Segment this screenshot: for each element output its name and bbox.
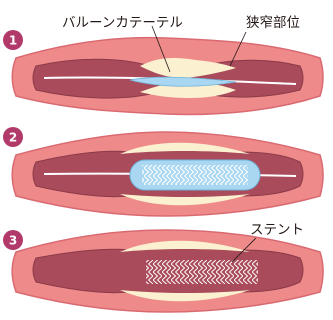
stent-mesh — [142, 165, 248, 185]
label-stent: ステント — [250, 222, 304, 238]
step-badge-2: 2 — [3, 127, 23, 147]
step-number: 2 — [9, 131, 17, 145]
step-badge-3: 3 — [3, 230, 23, 250]
step-1-panel: バルーンカテーテル 狭窄部位 1 — [3, 14, 323, 114]
label-balloon-catheter: バルーンカテーテル — [62, 15, 183, 31]
step-3-panel: ステント 3 — [3, 222, 323, 312]
stent-mesh — [146, 260, 258, 284]
step-number: 3 — [9, 234, 17, 248]
step-2-panel: 2 — [3, 127, 323, 216]
step-badge-1: 1 — [3, 30, 23, 50]
label-stenosis: 狭窄部位 — [246, 14, 300, 31]
step-number: 1 — [9, 34, 17, 48]
deployed-stent — [146, 260, 258, 284]
